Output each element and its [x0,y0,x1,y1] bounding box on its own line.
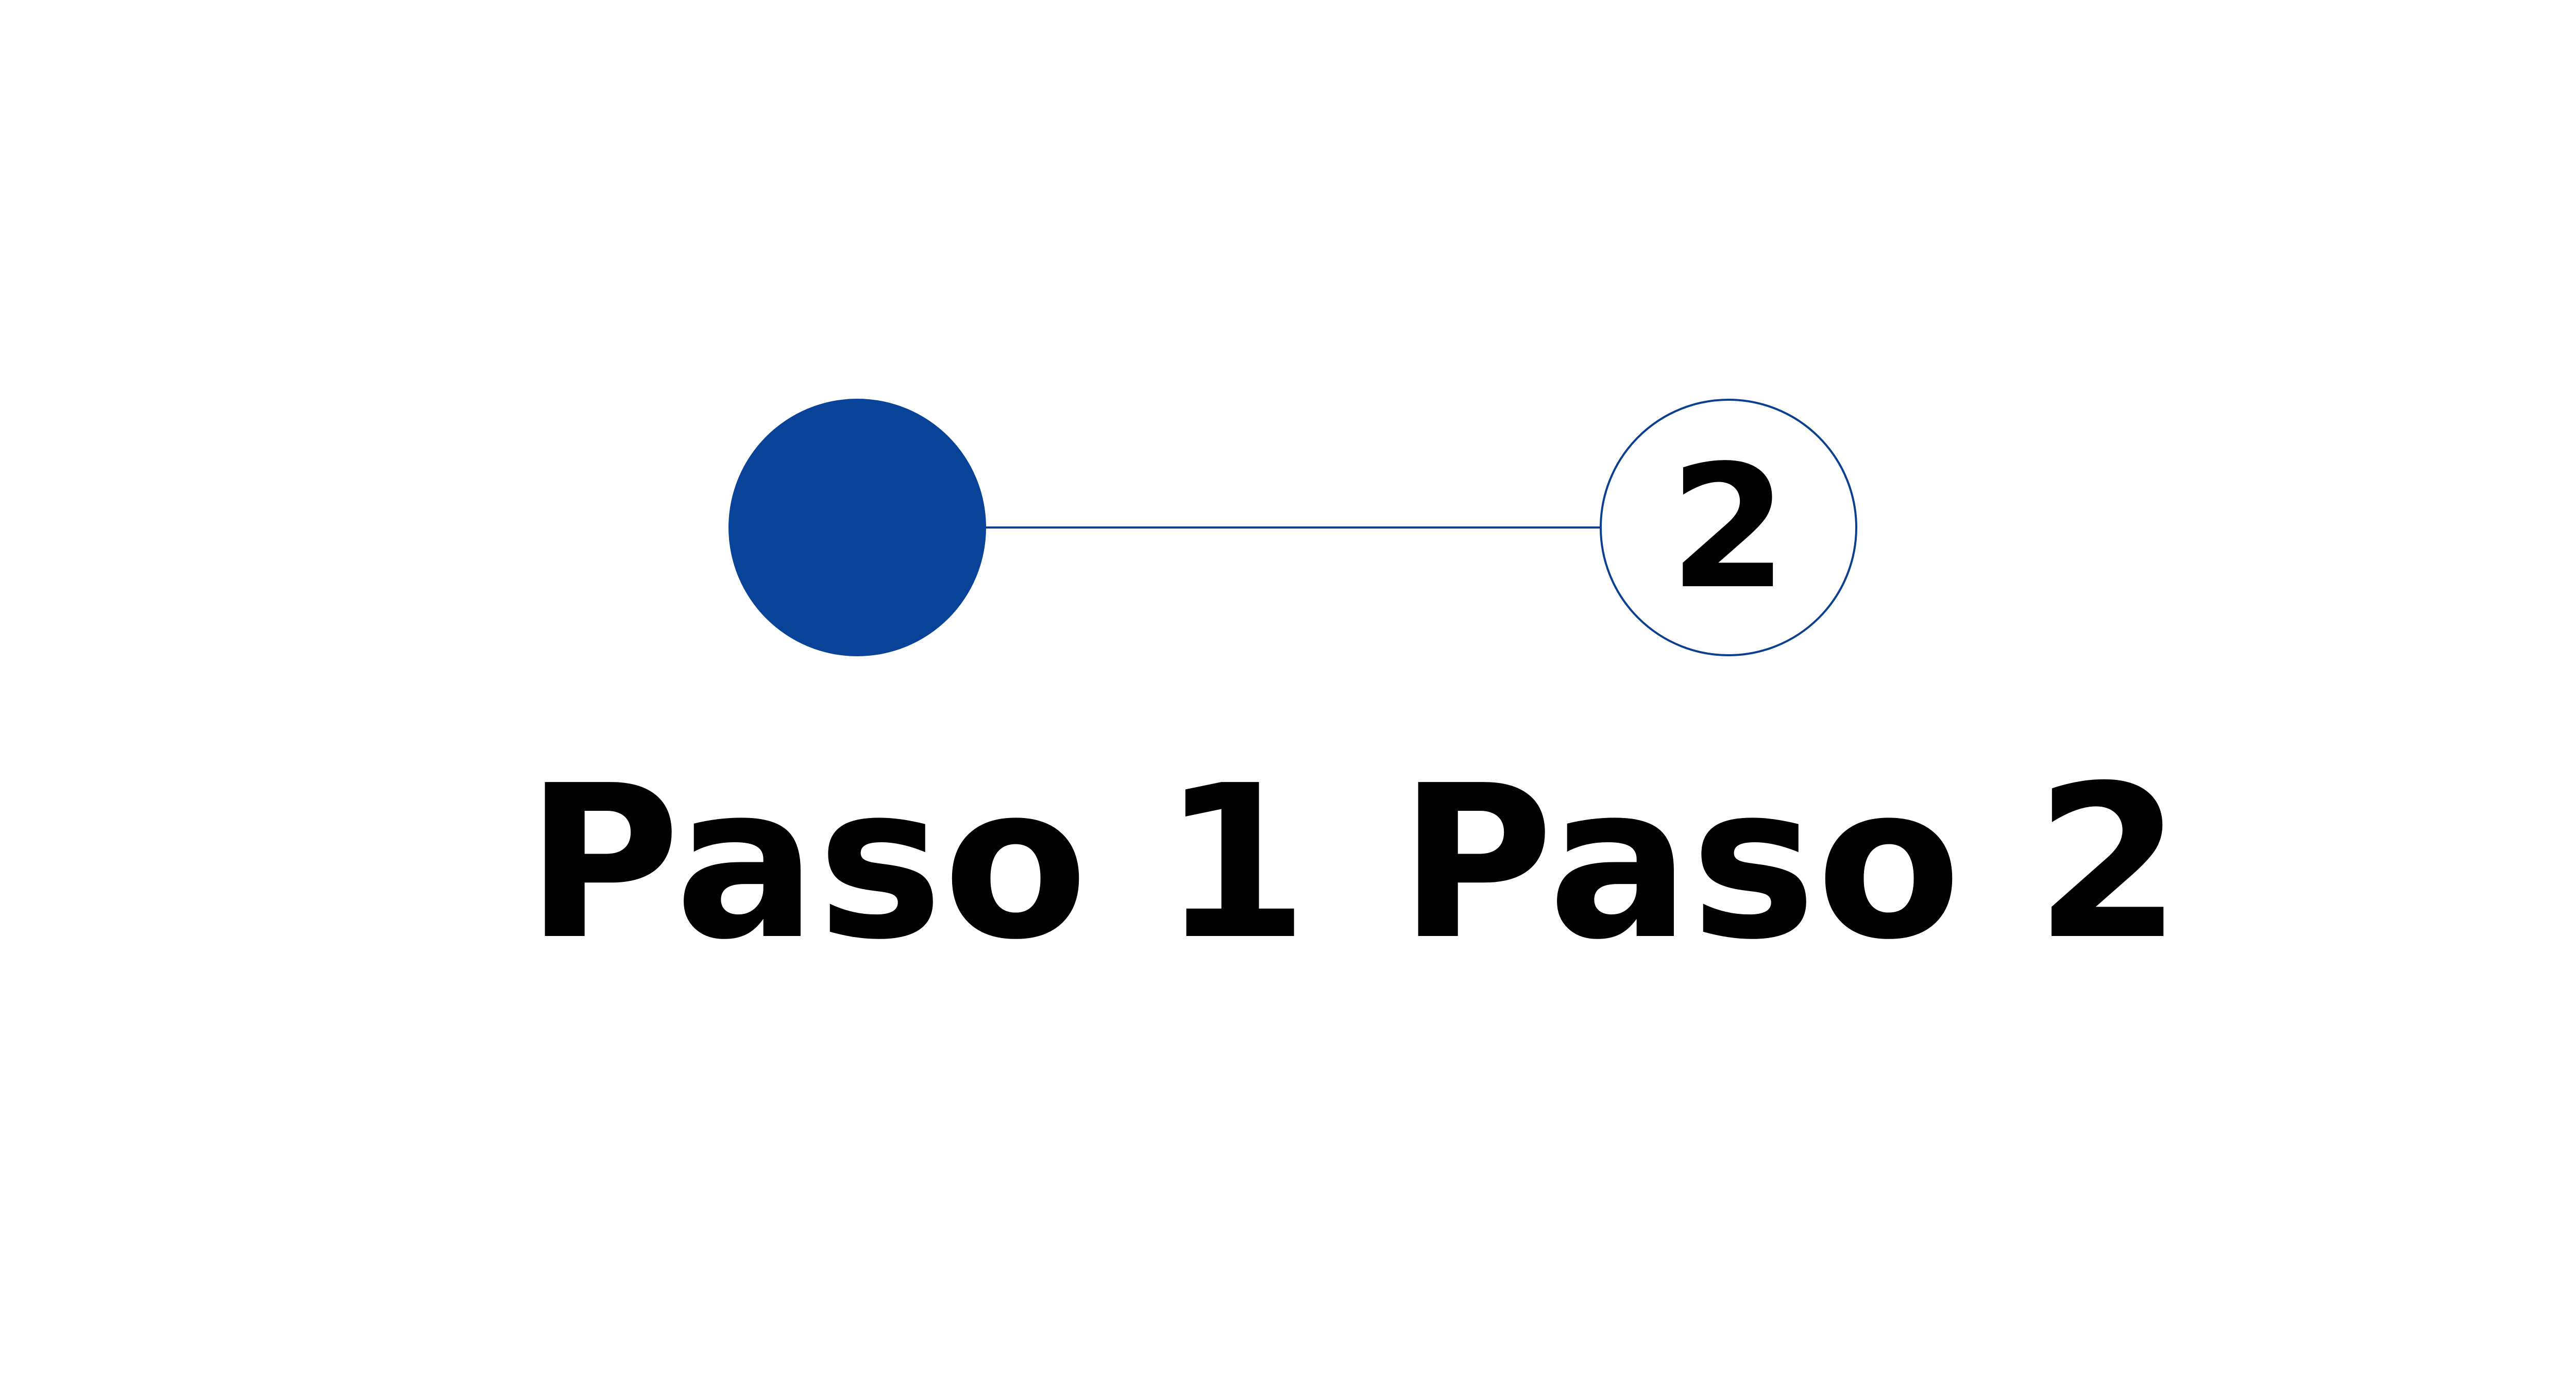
step-2-indicator[interactable]: 2 [1600,399,1857,656]
step-1-label[interactable]: Paso 1 [526,740,1309,986]
step-1-indicator[interactable] [728,399,986,656]
step-2-label[interactable]: Paso 2 [1399,740,2182,986]
step-connector-line [986,526,1604,529]
step-2-number: 2 [1669,429,1788,626]
